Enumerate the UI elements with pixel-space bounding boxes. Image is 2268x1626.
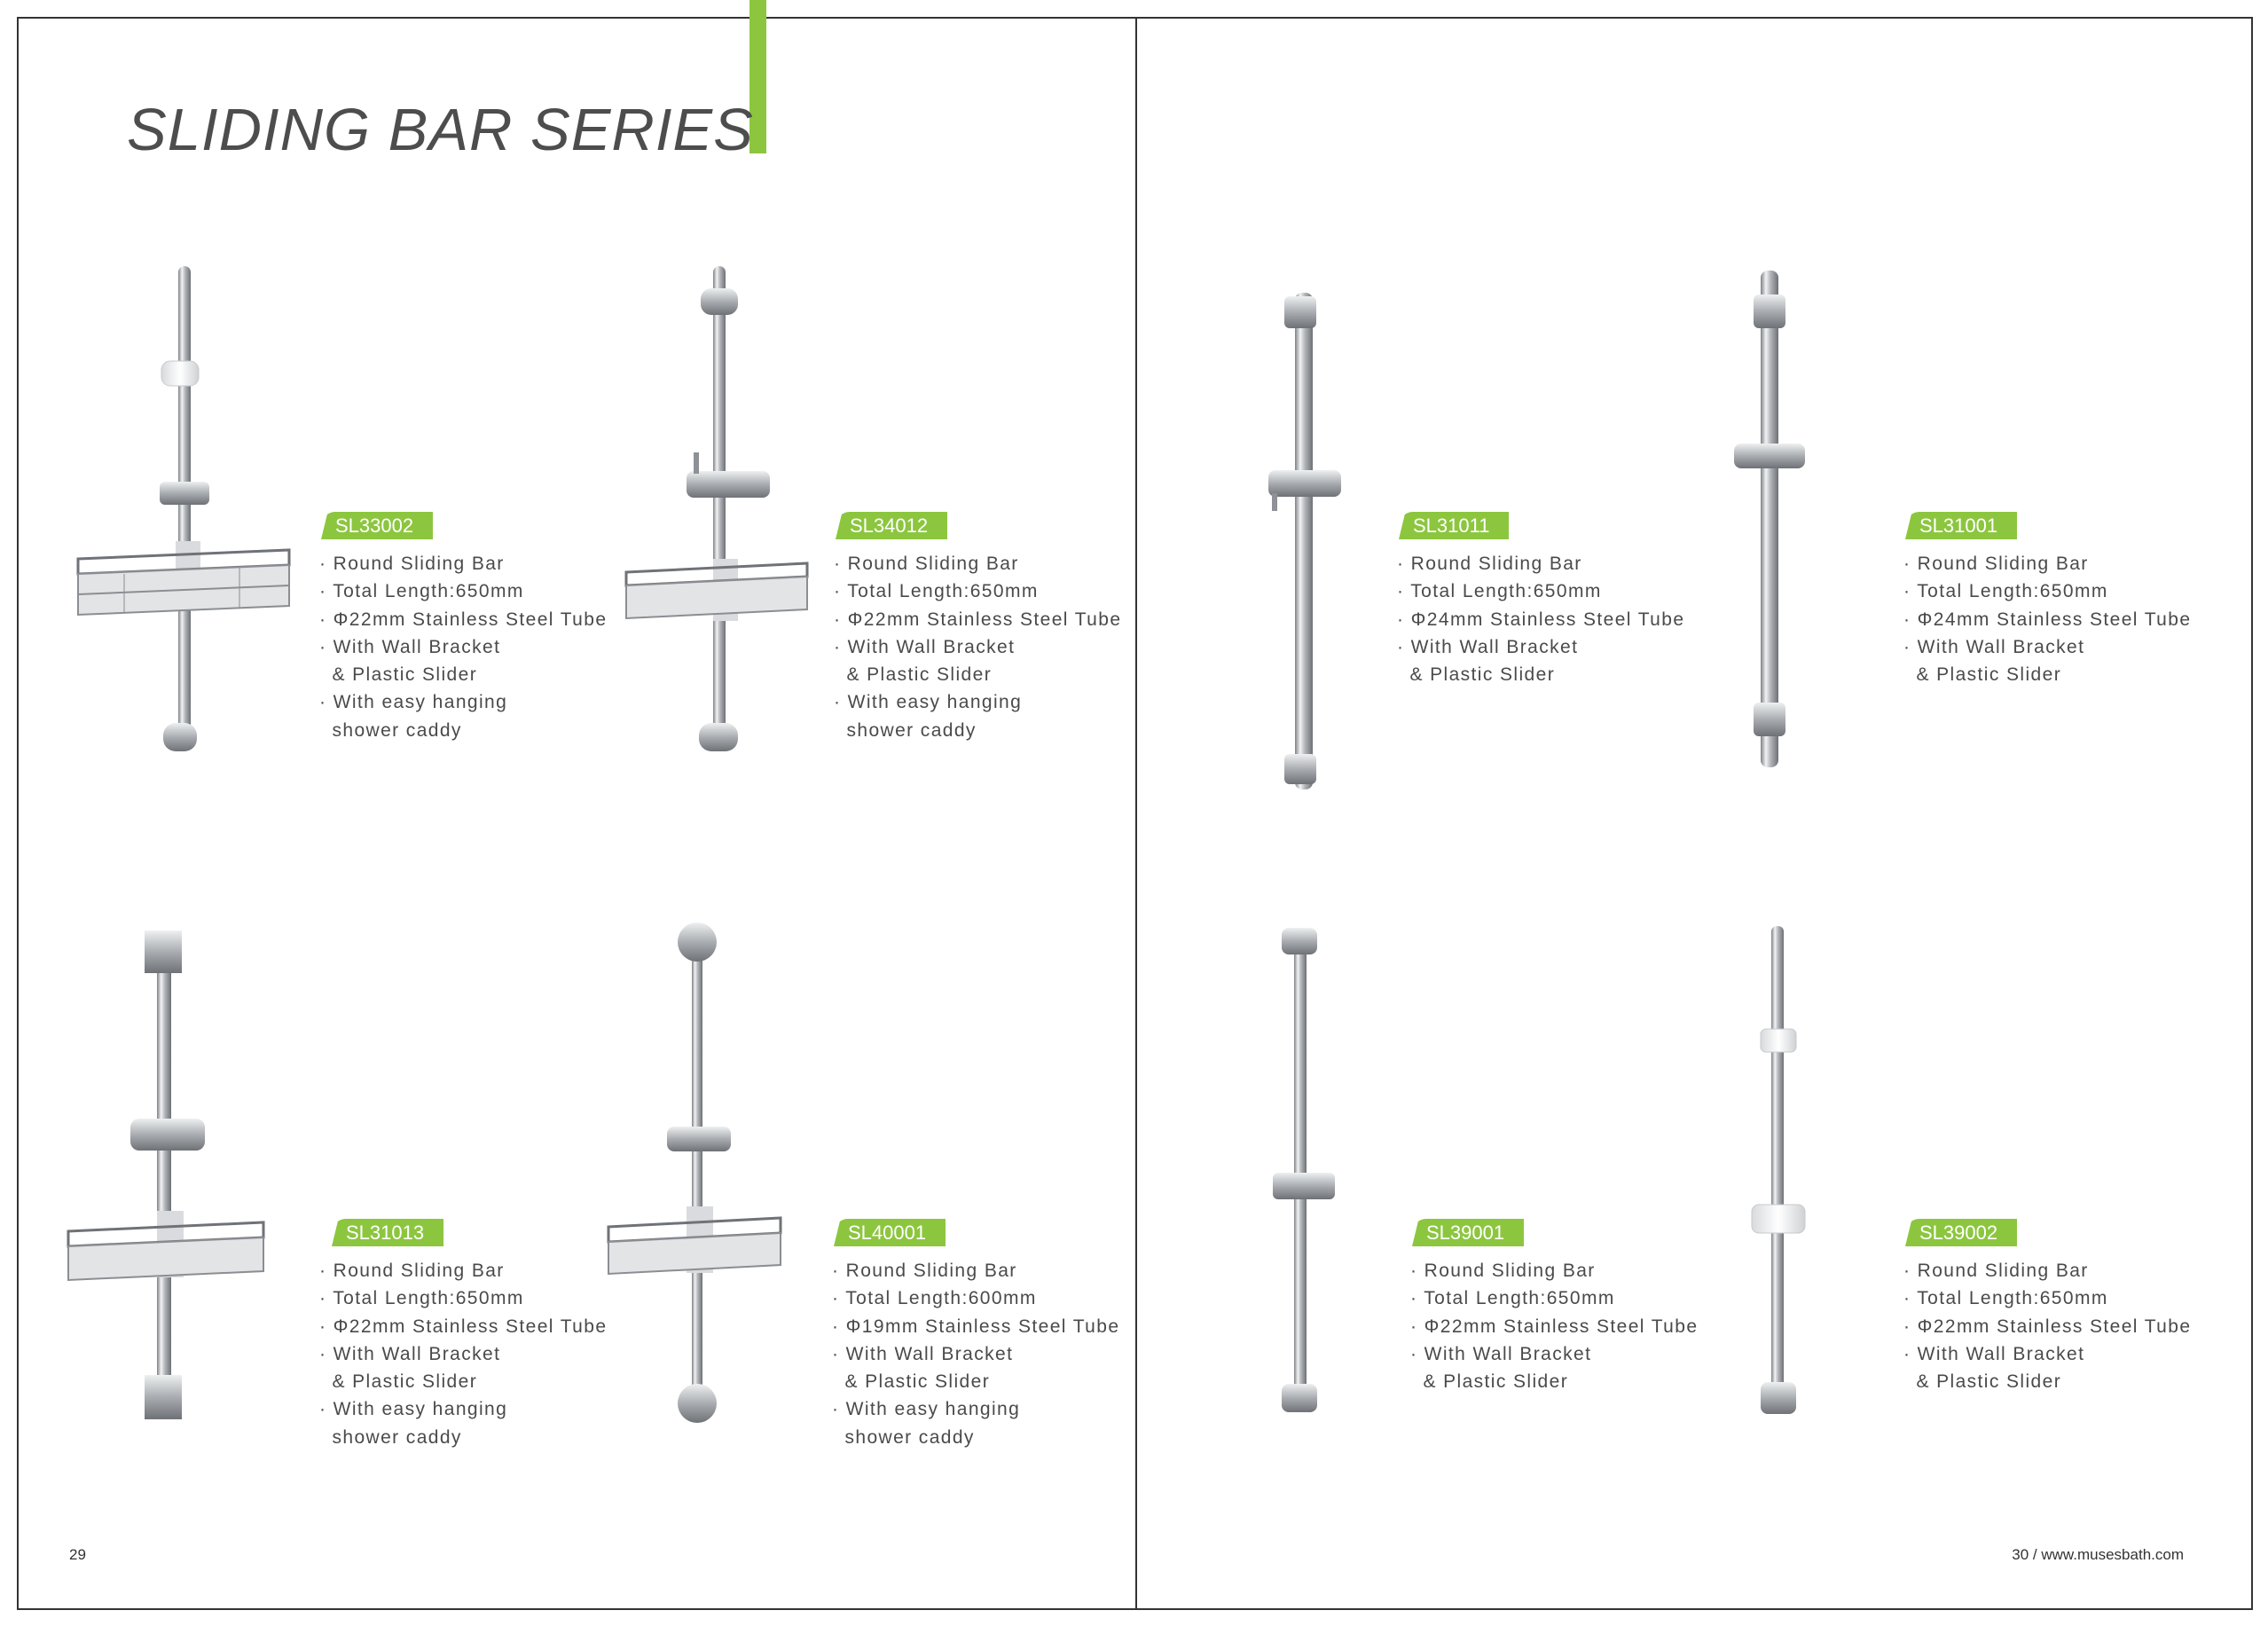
spec-line: · With Wall Bracket: [1410, 1343, 1592, 1364]
product-image-sl31013: [67, 927, 271, 1433]
spec-line: · Φ22mm Stainless Steel Tube: [1903, 1316, 2192, 1337]
product-code-badge: SL40001: [834, 1219, 946, 1246]
spec-line: · Round Sliding Bar: [1903, 1261, 2089, 1281]
spec-line: · Total Length:650mm: [1903, 1288, 2108, 1309]
spec-list: · Round Sliding Bar · Total Length:650mm…: [319, 1257, 607, 1451]
spec-line: · With Wall Bracket: [319, 1343, 501, 1364]
product-image-sl40001: [603, 923, 794, 1433]
product-code-badge: SL31001: [1905, 512, 2018, 539]
page-number-left: 29: [69, 1546, 86, 1563]
spec-line: & Plastic Slider: [319, 1371, 478, 1393]
spec-line: & Plastic Slider: [1410, 1371, 1569, 1393]
spec-line: · Total Length:650mm: [319, 1288, 524, 1309]
page-title: SLIDING BAR SERIES: [127, 97, 754, 163]
spec-line: · With easy hanging: [319, 692, 508, 713]
spec-line: shower caddy: [319, 1426, 462, 1448]
product-code-badge: SL34012: [836, 512, 948, 539]
product-code-badge: SL39002: [1905, 1219, 2018, 1246]
spec-line: · Round Sliding Bar: [1410, 1261, 1596, 1281]
spec-line: · Round Sliding Bar: [319, 1261, 505, 1281]
spec-line: · Round Sliding Bar: [319, 554, 505, 574]
spec-line: · Total Length:650mm: [1410, 1288, 1615, 1309]
product-code-badge: SL39001: [1412, 1219, 1525, 1246]
spec-line: · Round Sliding Bar: [834, 554, 1019, 574]
product-image-sl39002: [1734, 923, 1823, 1428]
spec-line: · With Wall Bracket: [1903, 1343, 2085, 1364]
product-image-sl31001: [1725, 266, 1823, 772]
spec-line: shower caddy: [834, 719, 977, 741]
spec-line: · With Wall Bracket: [834, 636, 1016, 657]
spec-line: · With easy hanging: [834, 692, 1023, 713]
spec-list: · Round Sliding Bar · Total Length:650mm…: [1903, 1257, 2191, 1395]
spec-line: · Φ19mm Stainless Steel Tube: [832, 1316, 1120, 1337]
page-number-right: 30 / www.musesbath.com: [2012, 1546, 2184, 1563]
product-image-sl34012: [621, 262, 816, 767]
spec-line: · Round Sliding Bar: [1903, 554, 2089, 574]
spec-line: · Round Sliding Bar: [832, 1261, 1017, 1281]
spec-line: · Total Length:650mm: [319, 581, 524, 602]
spec-line: shower caddy: [319, 719, 462, 741]
product-image-sl33002: [71, 262, 302, 767]
accent-bar: [749, 0, 766, 153]
spec-line: · Φ24mm Stainless Steel Tube: [1903, 609, 2192, 630]
spec-line: · With easy hanging: [832, 1399, 1021, 1420]
spec-line: · Total Length:650mm: [834, 581, 1039, 602]
spec-line: · Φ22mm Stainless Steel Tube: [319, 1316, 608, 1337]
spec-line: shower caddy: [832, 1426, 975, 1448]
spec-list: · Round Sliding Bar · Total Length:650mm…: [1397, 550, 1684, 688]
spec-line: · With Wall Bracket: [832, 1343, 1014, 1364]
spec-list: · Round Sliding Bar · Total Length:650mm…: [834, 550, 1121, 744]
spec-line: · With easy hanging: [319, 1399, 508, 1420]
spec-line: & Plastic Slider: [1903, 1371, 2062, 1393]
spec-line: & Plastic Slider: [832, 1371, 991, 1393]
right-page: [1135, 17, 2253, 1610]
product-code-badge: SL31011: [1399, 512, 1510, 539]
spec-line: · With Wall Bracket: [319, 636, 501, 657]
product-image-sl39001: [1264, 923, 1344, 1424]
spec-line: & Plastic Slider: [834, 664, 993, 686]
spec-line: · Total Length:600mm: [832, 1288, 1037, 1309]
spec-line: & Plastic Slider: [319, 664, 478, 686]
spec-list: · Round Sliding Bar · Total Length:600mm…: [832, 1257, 1119, 1451]
product-code-badge: SL33002: [321, 512, 434, 539]
spec-line: · With Wall Bracket: [1903, 636, 2085, 657]
spec-line: & Plastic Slider: [1397, 664, 1556, 686]
spec-line: · Round Sliding Bar: [1397, 554, 1582, 574]
spec-list: · Round Sliding Bar · Total Length:650mm…: [1903, 550, 2191, 688]
spec-line: · Total Length:650mm: [1397, 581, 1602, 602]
spec-line: · Total Length:650mm: [1903, 581, 2108, 602]
spec-line: · Φ22mm Stainless Steel Tube: [834, 609, 1122, 630]
spec-line: · Φ24mm Stainless Steel Tube: [1397, 609, 1685, 630]
product-image-sl31011: [1251, 284, 1357, 798]
spec-line: & Plastic Slider: [1903, 664, 2062, 686]
spec-line: · Φ22mm Stainless Steel Tube: [1410, 1316, 1699, 1337]
spec-list: · Round Sliding Bar · Total Length:650mm…: [319, 550, 607, 744]
spec-line: · Φ22mm Stainless Steel Tube: [319, 609, 608, 630]
spec-list: · Round Sliding Bar · Total Length:650mm…: [1410, 1257, 1698, 1395]
product-code-badge: SL31013: [332, 1219, 444, 1246]
spec-line: · With Wall Bracket: [1397, 636, 1579, 657]
